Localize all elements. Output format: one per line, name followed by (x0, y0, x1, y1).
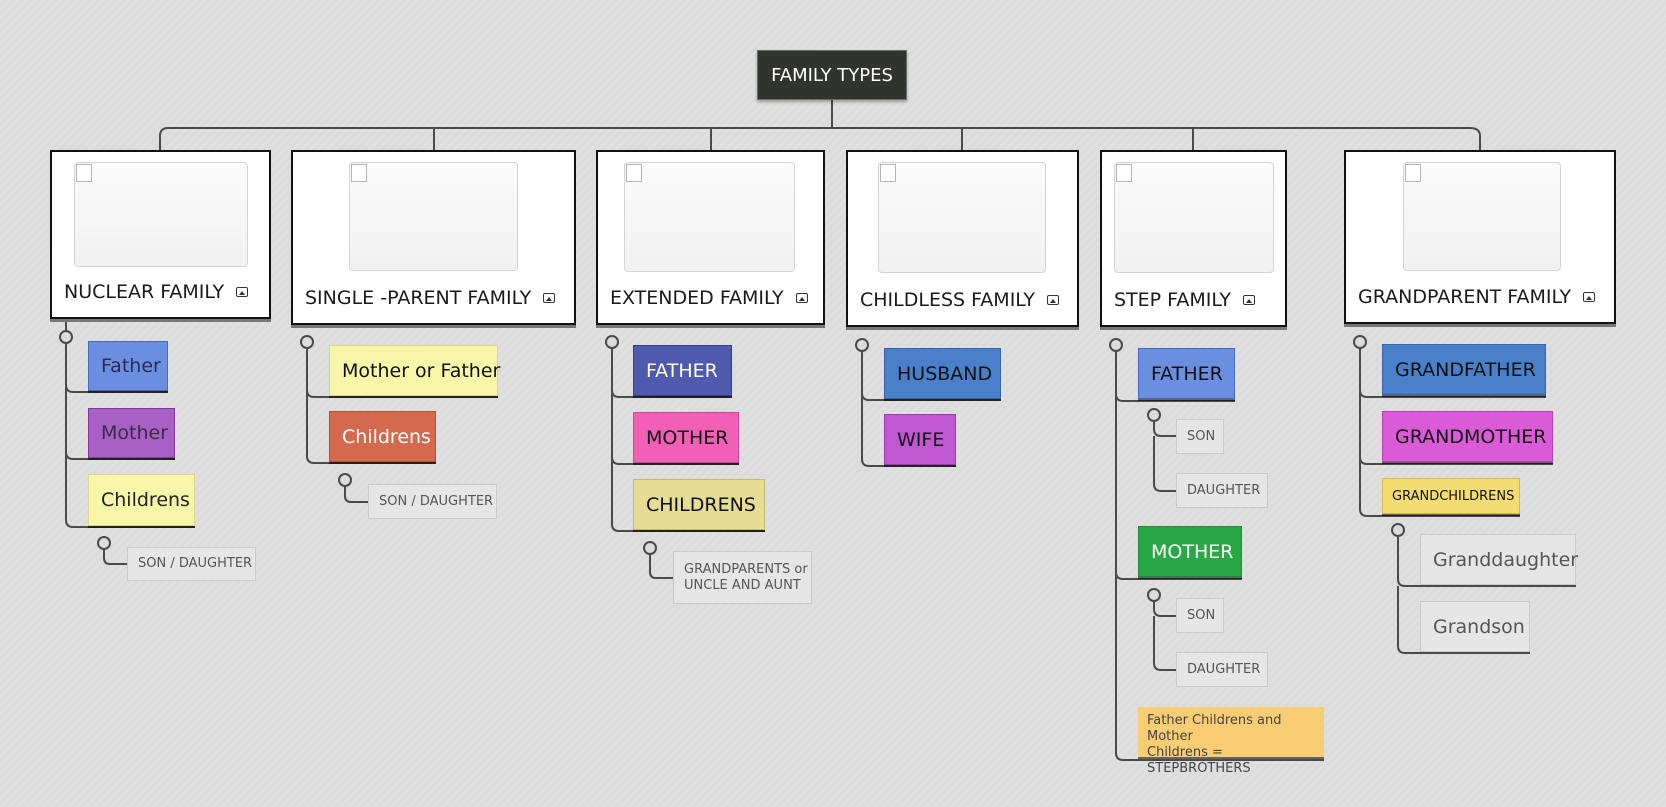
family-image-placeholder (74, 162, 248, 267)
family-card-title: GRANDPARENT FAMILY (1358, 286, 1596, 308)
family-image-placeholder (624, 162, 795, 272)
node-father[interactable]: FATHER (633, 345, 732, 396)
root-node-family-types[interactable]: FAMILY TYPES (757, 50, 907, 100)
node-grandmother[interactable]: GRANDMOTHER (1382, 411, 1553, 462)
node-stepbrothers-note[interactable]: Father Childrens and Mother Childrens = … (1138, 707, 1324, 776)
family-card-extended[interactable]: EXTENDED FAMILY (596, 150, 825, 325)
node-son[interactable]: SON (1176, 598, 1224, 633)
family-card-title: STEP FAMILY (1114, 289, 1256, 311)
node-son-daughter[interactable]: SON / DAUGHTER (127, 547, 256, 581)
node-grandfather[interactable]: GRANDFATHER (1382, 344, 1546, 395)
node-childrens[interactable]: Childrens (88, 474, 195, 526)
family-card-nuclear[interactable]: NUCLEAR FAMILY (50, 150, 271, 319)
node-daughter[interactable]: DAUGHTER (1176, 652, 1268, 687)
family-image-placeholder (1114, 162, 1274, 273)
image-icon[interactable] (795, 293, 808, 303)
family-card-step[interactable]: STEP FAMILY (1100, 150, 1287, 327)
family-image-placeholder (349, 162, 518, 271)
family-card-title: NUCLEAR FAMILY (64, 281, 249, 303)
node-childrens[interactable]: CHILDRENS (633, 479, 765, 530)
node-wife[interactable]: WIFE (884, 414, 956, 465)
family-card-title: SINGLE -PARENT FAMILY (305, 287, 556, 309)
node-son[interactable]: SON (1176, 419, 1224, 454)
node-father[interactable]: Father (88, 341, 168, 391)
image-icon[interactable] (1046, 295, 1059, 305)
image-icon[interactable] (543, 293, 556, 303)
image-icon[interactable] (236, 287, 249, 297)
family-card-title: EXTENDED FAMILY (610, 287, 808, 309)
family-card-title: CHILDLESS FAMILY (860, 289, 1059, 311)
image-icon[interactable] (1583, 292, 1596, 302)
node-granddaughter[interactable]: Granddaughter (1420, 534, 1578, 585)
node-mother-or-father[interactable]: Mother or Father (329, 345, 500, 396)
family-card-single-parent[interactable]: SINGLE -PARENT FAMILY (291, 150, 576, 325)
root-node-label: FAMILY TYPES (771, 64, 893, 86)
node-father[interactable]: FATHER (1138, 348, 1235, 399)
node-grandson[interactable]: Grandson (1420, 601, 1530, 652)
family-image-placeholder (1403, 162, 1561, 271)
family-card-childless[interactable]: CHILDLESS FAMILY (846, 150, 1079, 327)
node-mother[interactable]: Mother (88, 408, 175, 458)
node-grandparents-uncle-aunt[interactable]: GRANDPARENTS or UNCLE AND AUNT (673, 551, 812, 604)
node-mother[interactable]: MOTHER (633, 412, 739, 463)
node-son-daughter[interactable]: SON / DAUGHTER (368, 484, 497, 519)
node-childrens[interactable]: Childrens (329, 411, 436, 462)
family-card-grandparent[interactable]: GRANDPARENT FAMILY (1344, 150, 1616, 324)
node-husband[interactable]: HUSBAND (884, 348, 1001, 399)
family-image-placeholder (878, 162, 1046, 273)
node-daughter[interactable]: DAUGHTER (1176, 473, 1268, 508)
image-icon[interactable] (1243, 295, 1256, 305)
node-grandchildrens[interactable]: GRANDCHILDRENS (1382, 478, 1520, 514)
node-mother[interactable]: MOTHER (1138, 526, 1242, 577)
